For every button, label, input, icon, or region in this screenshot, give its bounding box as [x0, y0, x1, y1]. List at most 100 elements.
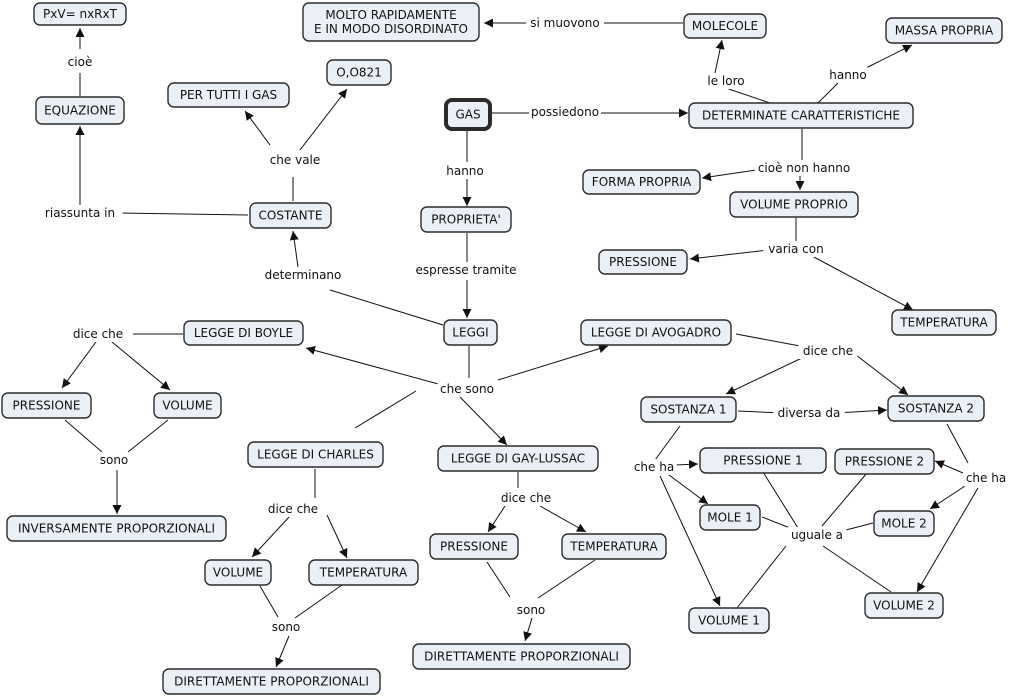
connector-line	[329, 289, 444, 326]
connector-arrow	[539, 505, 587, 533]
connector-arrow	[714, 39, 725, 74]
concept-node-equazione[interactable]: EQUAZIONE	[35, 96, 125, 125]
link-label-text: le loro	[707, 74, 744, 88]
connector-arrow	[305, 346, 443, 386]
link-label-text: diversa da	[778, 406, 841, 420]
concept-node-label: PRESSIONE	[440, 540, 508, 554]
link-label-le-loro: le loro	[699, 73, 753, 89]
concept-node-oo821[interactable]: O,O821	[326, 59, 392, 86]
connector-arrow	[459, 396, 508, 446]
concept-node-press2[interactable]: PRESSIONE 2	[834, 448, 935, 475]
concept-node-sost1[interactable]: SOSTANZA 1	[640, 396, 737, 423]
concept-node-pxv[interactable]: PxV= nxRxT	[33, 2, 127, 26]
link-label-che-vale: che vale	[265, 152, 325, 168]
link-label-text: dice che	[73, 327, 123, 341]
concept-node-pressione-top[interactable]: PRESSIONE	[598, 249, 688, 275]
concept-node-dir-g[interactable]: DIRETTAMENTE PROPORZIONALI	[412, 643, 631, 670]
concept-node-determinate[interactable]: DETERMINATE CARATTERISTICHE	[688, 102, 914, 129]
link-label-hanno-prop: hanno	[445, 163, 485, 179]
link-label-text: che ha	[966, 471, 1006, 485]
link-label-text: che vale	[270, 153, 321, 167]
connector-line	[486, 561, 511, 598]
concept-node-temp-c[interactable]: TEMPERATURA	[308, 559, 419, 586]
link-label-si-muovono: si muovono	[529, 15, 601, 31]
concept-node-label: LEGGE DI GAY-LUSSAC	[451, 452, 585, 466]
link-label-text: dice che	[268, 502, 318, 516]
link-label-varia-con: varia con	[763, 241, 829, 257]
concept-node-volume-proprio[interactable]: VOLUME PROPRIO	[729, 191, 859, 218]
link-label-text: riassunta in	[45, 206, 115, 220]
connector-arrow	[929, 485, 966, 510]
concept-node-label: PRESSIONE	[609, 255, 677, 269]
link-label-uguale-a: uguale a	[787, 527, 847, 543]
connector-arrow	[916, 487, 979, 593]
connector-line	[762, 471, 799, 529]
link-label-che-sono: che sono	[437, 381, 497, 397]
link-label-possiedono: possiedono	[529, 104, 601, 120]
connector-line	[294, 584, 343, 619]
connector-line	[354, 390, 417, 429]
link-label-sono-charles: sono	[269, 619, 303, 635]
link-label-text: uguale a	[791, 528, 843, 542]
connector-line	[817, 82, 839, 104]
connector-line	[127, 419, 169, 453]
link-label-text: determinano	[265, 268, 342, 282]
concept-node-gas[interactable]: GAS	[444, 98, 492, 131]
concept-node-pressione-b[interactable]: PRESSIONE	[1, 392, 92, 419]
concept-node-volume-b[interactable]: VOLUME	[153, 392, 222, 419]
concept-node-temp-g[interactable]: TEMPERATURA	[561, 533, 667, 560]
concept-node-molecole[interactable]: MOLECOLE	[683, 13, 767, 39]
concept-node-avogadro[interactable]: LEGGE DI AVOGADRO	[580, 319, 732, 346]
concept-node-pertutti[interactable]: PER TUTTI I GAS	[167, 82, 290, 108]
link-label-text: sono	[517, 603, 546, 617]
concept-node-proprieta[interactable]: PROPRIETA'	[420, 206, 512, 233]
concept-node-forma[interactable]: FORMA PROPRIA	[582, 169, 701, 195]
link-label-dice-che-gay: dice che	[496, 490, 556, 506]
concept-node-label: MOLE 2	[881, 517, 927, 531]
concept-node-leggi[interactable]: LEGGI	[443, 319, 498, 346]
link-label-espresse-tramite: espresse tramite	[410, 262, 522, 278]
link-label-text: dice che	[501, 491, 551, 505]
link-label-text: hanno	[829, 68, 867, 82]
concept-node-inversamente[interactable]: INVERSAMENTE PROPORZIONALI	[6, 515, 227, 542]
concept-node-label: COSTANTE	[259, 209, 323, 223]
concept-node-massa[interactable]: MASSA PROPRIA	[885, 17, 1003, 44]
concept-node-mole2[interactable]: MOLE 2	[873, 510, 935, 537]
connector-line	[64, 419, 103, 453]
concept-node-boyle[interactable]: LEGGE DI BOYLE	[183, 320, 304, 346]
link-label-diversa-da: diversa da	[773, 405, 845, 421]
connector-line	[821, 472, 868, 527]
concept-node-sost2[interactable]: SOSTANZA 2	[887, 395, 985, 422]
concept-node-label: TEMPERATURA	[899, 316, 988, 330]
concept-node-label: LEGGE DI CHARLES	[257, 448, 374, 462]
concept-node-label: MASSA PROPRIA	[895, 24, 994, 38]
concept-node-label: PROPRIETA'	[431, 213, 501, 227]
concept-node-label: PRESSIONE 2	[845, 455, 924, 469]
concept-node-vol2[interactable]: VOLUME 2	[864, 592, 944, 619]
concept-node-pressione-g[interactable]: PRESSIONE	[429, 533, 519, 560]
concept-node-volume-c[interactable]: VOLUME	[204, 559, 272, 586]
link-label-text: espresse tramite	[415, 263, 516, 277]
concept-node-gay[interactable]: LEGGE DI GAY-LUSSAC	[437, 445, 599, 472]
link-label-text: che ha	[634, 460, 674, 474]
connector-arrow	[326, 514, 348, 559]
concept-node-dir-c[interactable]: DIRETTAMENTE PROPORZIONALI	[162, 668, 381, 695]
concept-node-label: VOLUME 1	[698, 614, 760, 628]
link-label-text: cioè non hanno	[758, 161, 850, 175]
concept-node-temperatura-top[interactable]: TEMPERATURA	[891, 309, 997, 336]
concept-node-label: PER TUTTI I GAS	[180, 88, 277, 102]
connector-arrow	[487, 505, 506, 533]
concept-node-costante[interactable]: COSTANTE	[249, 202, 332, 229]
connector-line	[537, 559, 596, 599]
concept-node-vol1[interactable]: VOLUME 1	[688, 607, 770, 634]
link-label-text: possiedono	[531, 105, 599, 119]
concept-node-press1[interactable]: PRESSIONE 1	[699, 447, 827, 474]
connector-arrow	[299, 88, 348, 151]
connector-arrow	[674, 459, 699, 469]
connector-arrow	[659, 475, 721, 607]
concept-node-charles[interactable]: LEGGE DI CHARLES	[247, 441, 384, 468]
concept-node-label: INVERSAMENTE PROPORZIONALI	[18, 522, 215, 536]
concept-node-mole1[interactable]: MOLE 1	[699, 504, 761, 531]
